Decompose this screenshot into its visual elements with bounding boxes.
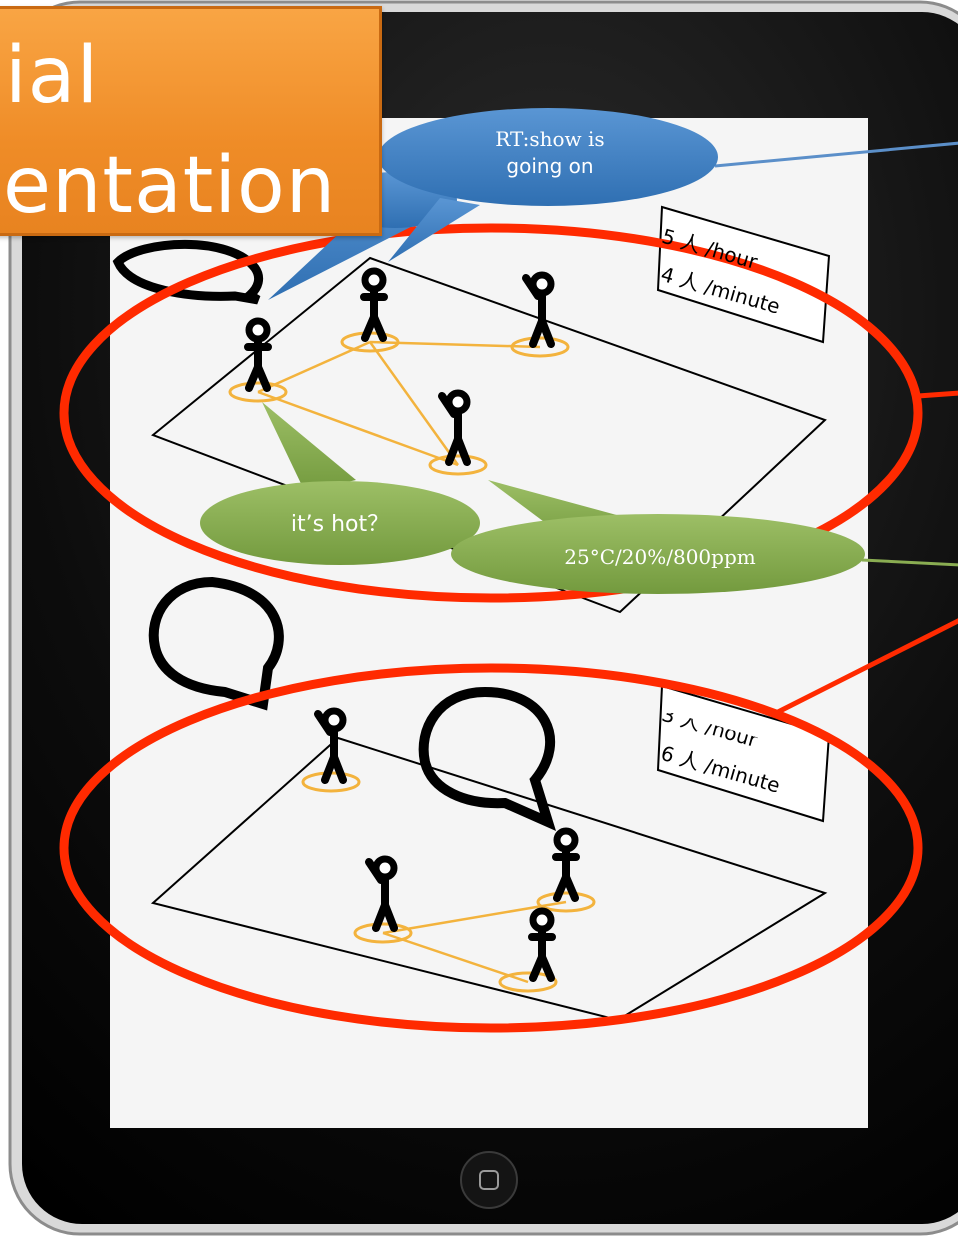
link-lines-bottom xyxy=(382,900,567,984)
top-scene xyxy=(112,205,831,614)
title-line-2: entation xyxy=(3,141,337,231)
callout-line-green xyxy=(861,558,958,567)
speech-bubble-green-env xyxy=(451,514,865,594)
person-icon xyxy=(314,707,347,784)
speech-bubble-outline-icon xyxy=(418,686,557,832)
rate-sign-bottom xyxy=(656,684,831,823)
hot-bubble-text: it’s hot？ xyxy=(290,512,390,537)
rt-bubble-line1: RT:show is xyxy=(495,127,605,151)
person-icon xyxy=(365,855,398,932)
floor-plane-top xyxy=(151,256,827,614)
rt-bubble-line2: going on xyxy=(506,154,594,178)
callout-line-red-bottom xyxy=(770,618,958,718)
rt-bubble-text: RT:show is going on xyxy=(440,126,660,180)
person-icon xyxy=(552,827,580,902)
bottom-scene xyxy=(148,576,831,1022)
callout-line-red-top xyxy=(917,390,958,399)
speech-bubble-blue-pointer xyxy=(388,198,480,262)
speech-bubble-green-hot xyxy=(200,481,480,565)
speech-bubble-outline-icon xyxy=(112,239,264,305)
person-icon xyxy=(360,267,388,342)
person-icon xyxy=(244,317,272,392)
callout-line-blue xyxy=(714,141,958,168)
person-icon xyxy=(522,271,555,348)
home-button-icon[interactable] xyxy=(460,1151,518,1209)
rate-sign-top xyxy=(656,205,831,344)
speech-bubble-blue xyxy=(378,108,718,206)
highlight-ring-bottom xyxy=(59,663,923,1033)
env-bubble-text: 25°C/20%/800ppm xyxy=(564,545,756,569)
person-icon xyxy=(438,389,471,466)
title-banner: ial entation xyxy=(0,6,382,236)
highlight-ring-top xyxy=(59,223,923,603)
speech-bubble-outline-icon xyxy=(148,576,284,711)
position-markers-bottom xyxy=(301,771,596,993)
title-line-1: ial xyxy=(5,31,100,121)
speech-bubble-green-pointer xyxy=(262,402,356,492)
person-icon xyxy=(528,907,556,982)
